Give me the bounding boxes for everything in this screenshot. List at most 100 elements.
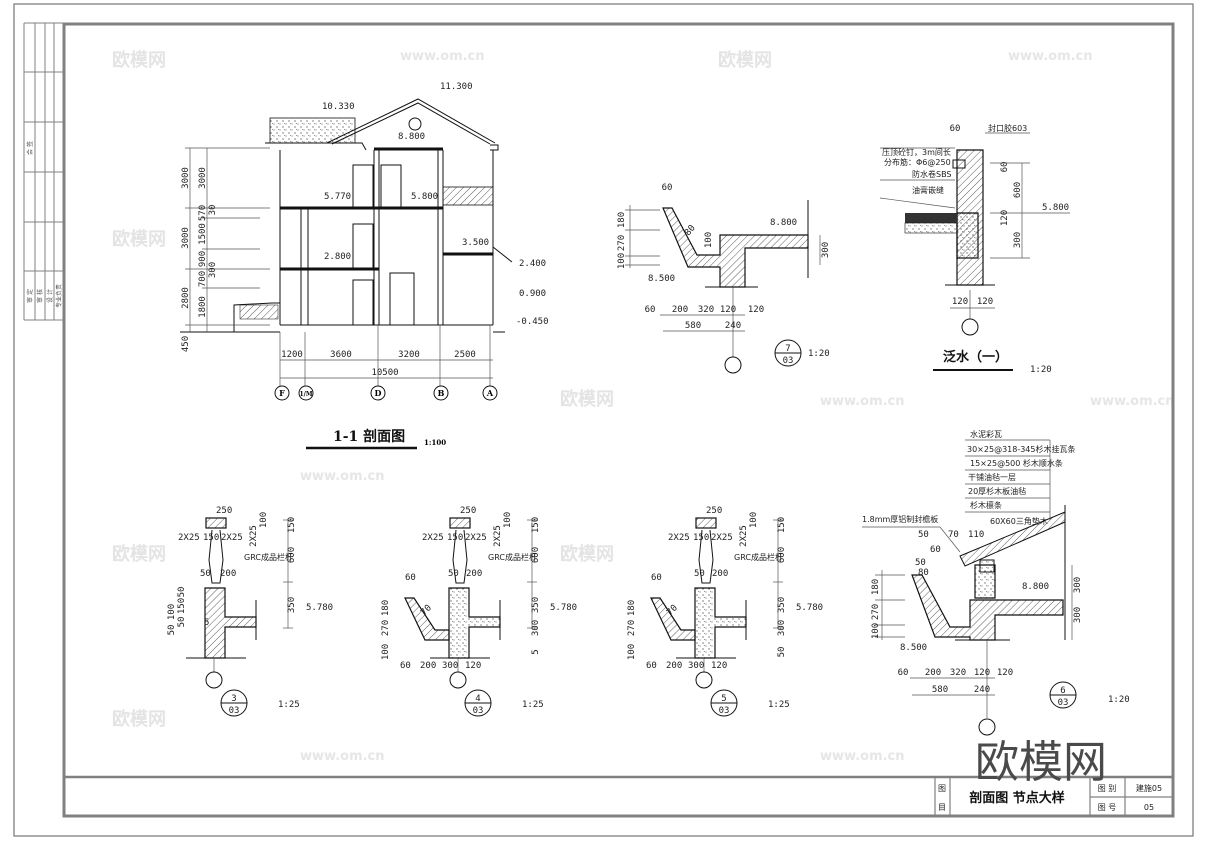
layer-label: 干铺油毡一层 — [968, 472, 1016, 482]
section-1-1: 3000 3000 2800 450 3000 570 1500 900 700… — [180, 82, 549, 450]
watermark: 欧模网 — [112, 49, 166, 71]
dim-label: 1500 — [198, 223, 208, 245]
watermark: 欧模网 — [112, 708, 166, 730]
watermark: www.om.cn — [300, 469, 385, 484]
dim-label: 350 — [531, 597, 541, 613]
dim-label: 200 — [420, 661, 436, 671]
dim-label: 120 — [952, 297, 968, 307]
watermark: 欧模网 — [560, 543, 614, 565]
drawing-title: 剖面图 节点大样 — [969, 790, 1065, 806]
dim-label: 150 — [287, 517, 297, 533]
dim-label: 100 — [503, 512, 513, 528]
dim-label: 70 — [948, 530, 959, 540]
title-block: 图 目 剖面图 节点大样 图 别 建施05 图 号 05 — [934, 777, 1173, 816]
dim-label: 180 — [871, 579, 881, 595]
watermark: www.om.cn — [1090, 394, 1175, 409]
dim-label: 270 — [871, 604, 881, 620]
note: 油膏嵌缝 — [912, 185, 944, 195]
axis-label: 1/M — [299, 391, 312, 398]
dim-label: 50 — [915, 558, 926, 568]
dim-label: 180 — [381, 600, 391, 616]
dim-label: 110 — [968, 530, 984, 540]
dim-label: 580 — [685, 321, 701, 331]
dim-label: 200 — [466, 569, 482, 579]
dim-label: 60 — [651, 573, 662, 583]
inner-border — [62, 22, 1175, 818]
watermark: www.om.cn — [400, 49, 485, 64]
dim-label: 80 — [918, 568, 929, 578]
note: 1.8mm厚铝制封檐板 — [862, 514, 938, 524]
layer-label: 杉木檩条 — [970, 500, 1002, 510]
dim-label: 580 — [932, 685, 948, 695]
dim-label: 2X25 — [249, 525, 259, 547]
dim-label: 150 — [777, 517, 787, 533]
axis-label: D — [375, 388, 382, 398]
strip-label: 会 签 — [26, 141, 34, 155]
dim-label: 320 — [950, 668, 966, 678]
dim-label: 300 — [821, 242, 831, 258]
number-label: 图 号 — [1098, 803, 1117, 812]
detail-scale: 1:25 — [768, 700, 790, 710]
dim-label: 240 — [725, 321, 741, 331]
dim-label: 320 — [698, 305, 714, 315]
dim-label: 50 — [918, 530, 929, 540]
dim-label: 240 — [974, 685, 990, 695]
dim-label: 2500 — [454, 350, 476, 360]
strip-label: 专业负责 — [55, 284, 63, 308]
dim-label: 2X25 — [422, 533, 444, 543]
dim-label: 150 — [693, 533, 709, 543]
flashing-title: 泛水（一） — [943, 349, 1008, 365]
watermark: www.om.cn — [300, 749, 385, 764]
dim-label: 180 — [617, 212, 627, 228]
sign-off-strip — [23, 22, 64, 321]
dim-label: 50 — [448, 569, 459, 579]
dim-label: 300 — [1073, 577, 1083, 593]
dim-label: 120 — [997, 668, 1013, 678]
elevation: 8.800 — [770, 218, 797, 228]
callout-sheet: 03 — [473, 706, 484, 716]
callout-number: 4 — [475, 694, 480, 704]
dim-label: 150 — [203, 533, 219, 543]
watermark: www.om.cn — [820, 394, 905, 409]
elevation: 8.800 — [398, 132, 425, 142]
strip-label: 审 定 — [26, 289, 34, 303]
note: 60X60三角垫木 — [990, 516, 1048, 526]
dim-label: 50 — [167, 625, 177, 636]
dim-label: 100 — [704, 232, 714, 248]
dim-label: 250 — [706, 506, 722, 516]
title-block-label: 目 — [938, 803, 946, 812]
dim-label: 2800 — [181, 287, 191, 309]
dim-label: 2X25 — [711, 533, 733, 543]
dim-label: 60 — [662, 183, 673, 193]
layer-label: 15×25@500 杉木顺水条 — [970, 458, 1063, 468]
dim-label: 300 — [1073, 607, 1083, 623]
note: 压顶砼钉，3m间长 — [882, 147, 951, 157]
dim-label: 270 — [617, 235, 627, 251]
dim-label: 60 — [405, 573, 416, 583]
detail-6: 水泥彩瓦 30×25@318-345杉木挂瓦条 15×25@500 杉木顺水条 … — [862, 429, 1130, 736]
dim-label: 200 — [666, 661, 682, 671]
dim-label: 3000 — [181, 227, 191, 249]
dim-label: 100 — [617, 253, 627, 269]
dim-label: 250 — [460, 506, 476, 516]
dim-label: 60 — [898, 668, 909, 678]
dim-label: 5.780 — [796, 603, 823, 613]
detail-scale: 1:20 — [1030, 365, 1052, 375]
note: GRC成品栏杆 — [734, 552, 783, 562]
layer-label: 20厚杉木板油毡 — [968, 486, 1026, 496]
dim-label: 2X25 — [465, 533, 487, 543]
layer-label: 水泥彩瓦 — [970, 429, 1002, 439]
dim-label: 600 — [1013, 182, 1023, 198]
dim-label: 30 — [208, 205, 218, 216]
dim-label: 300 — [1013, 232, 1023, 248]
dim-label: 120 — [974, 668, 990, 678]
dim-label: 5.780 — [306, 603, 333, 613]
dim-label: 100 — [167, 604, 177, 620]
dim-label: 120 — [465, 661, 481, 671]
dim-label: 60 — [950, 124, 961, 134]
detail-scale: 1:25 — [278, 700, 300, 710]
dim-label: 2X25 — [178, 533, 200, 543]
elevation: 8.500 — [648, 274, 675, 284]
